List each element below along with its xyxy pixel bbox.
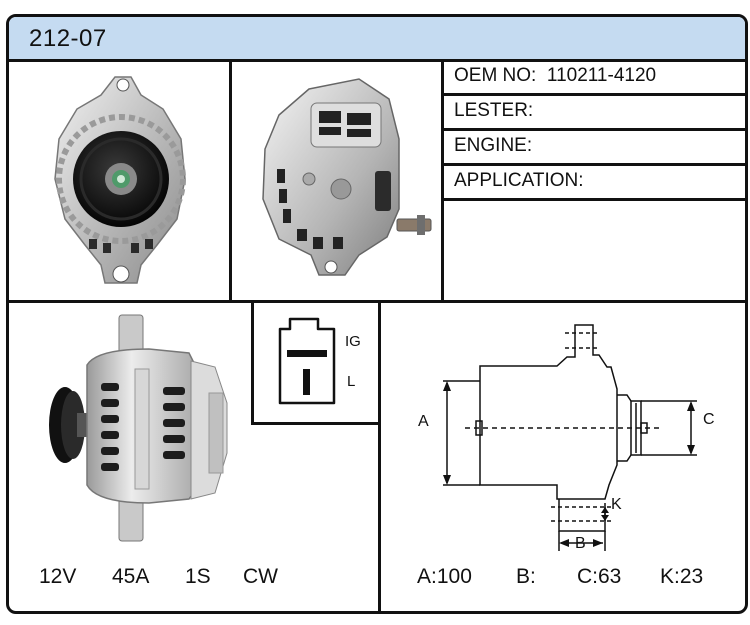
divider bbox=[251, 422, 381, 425]
dimension-k-value: K:23 bbox=[660, 565, 704, 588]
divider bbox=[251, 300, 254, 424]
dimension-a-value: A:100 bbox=[417, 565, 472, 588]
dim-label-c: C bbox=[703, 411, 715, 428]
divider bbox=[441, 59, 444, 302]
product-card: 212-07 bbox=[6, 14, 748, 614]
divider bbox=[444, 128, 745, 131]
lester-label: LESTER: bbox=[454, 100, 534, 121]
pulley-text: 1S bbox=[185, 565, 211, 588]
alternator-front-image bbox=[54, 76, 186, 284]
application-label: APPLICATION: bbox=[454, 170, 584, 191]
dimension-diagram bbox=[443, 324, 697, 551]
oem-label: OEM NO: bbox=[454, 65, 537, 86]
divider bbox=[444, 198, 745, 201]
connector-plug-diagram bbox=[278, 317, 336, 405]
amperage-text: 45A bbox=[112, 565, 150, 588]
dimension-b-value: B: bbox=[516, 565, 536, 588]
dim-label-k: K bbox=[611, 496, 622, 513]
spec-table: OEM NO: 110211-4120 LESTER: ENGINE: APPL… bbox=[444, 59, 745, 300]
terminal-l-label: L bbox=[347, 373, 356, 390]
alternator-rear-image bbox=[262, 78, 432, 276]
divider bbox=[444, 163, 745, 166]
oem-value: 110211-4120 bbox=[546, 65, 657, 86]
part-number: 212-07 bbox=[29, 25, 107, 52]
spec-row-lester: LESTER: bbox=[444, 96, 745, 128]
dimension-c-value: C:63 bbox=[577, 565, 622, 588]
engine-label: ENGINE: bbox=[454, 135, 533, 156]
divider bbox=[378, 300, 381, 611]
divider bbox=[444, 93, 745, 96]
divider bbox=[9, 300, 745, 303]
title-bar: 212-07 bbox=[9, 17, 745, 62]
voltage-text: 12V bbox=[39, 565, 77, 588]
rotation-text: CW bbox=[243, 565, 278, 588]
spec-row-application: APPLICATION: bbox=[444, 166, 745, 198]
spec-row-oem: OEM NO: 110211-4120 bbox=[444, 61, 745, 93]
spec-row-engine: ENGINE: bbox=[444, 131, 745, 163]
terminal-ig-label: IG bbox=[345, 333, 361, 350]
dim-label-b: B bbox=[575, 535, 586, 552]
dim-label-a: A bbox=[418, 413, 429, 430]
divider bbox=[229, 59, 232, 302]
alternator-side-image bbox=[49, 314, 228, 542]
